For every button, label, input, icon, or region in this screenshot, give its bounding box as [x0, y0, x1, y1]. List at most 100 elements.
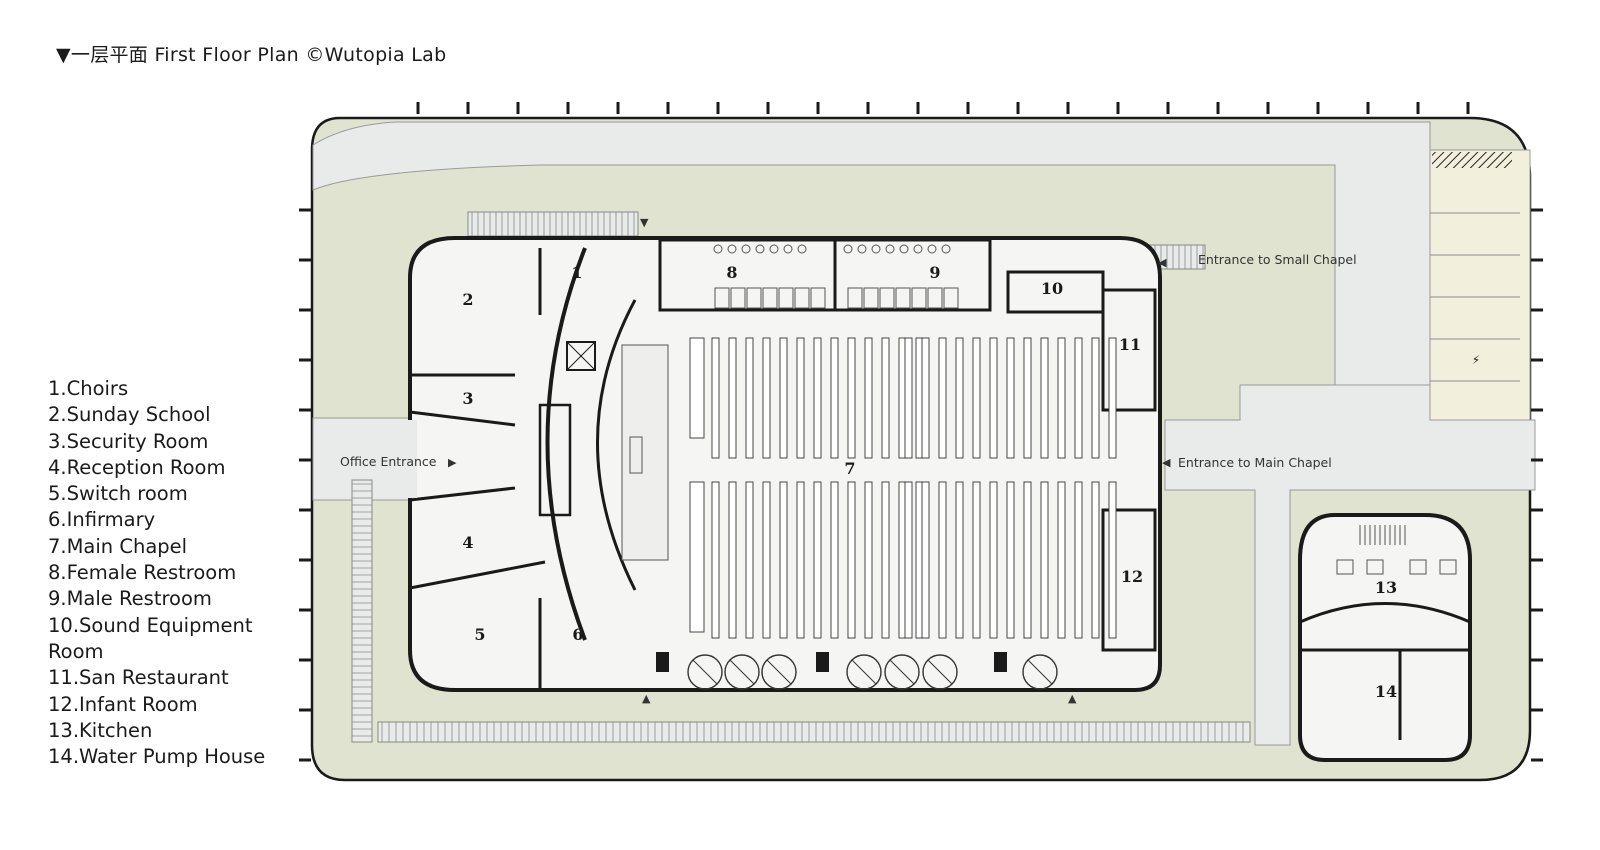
sink [797, 244, 807, 254]
pew-row [762, 337, 771, 459]
toilet-stall [847, 287, 863, 309]
office-entrance-label: Office Entrance [340, 454, 437, 469]
pew-row [1074, 337, 1083, 459]
pew-row [1040, 481, 1049, 639]
west-paving [351, 479, 373, 743]
kitchen-table [1409, 559, 1427, 575]
pew-row [955, 337, 964, 459]
legend-item: 4.Reception Room [48, 455, 226, 479]
arrow-office: ▶ [448, 456, 457, 469]
side-seats [689, 337, 705, 439]
planter [729, 659, 755, 685]
room-label-14: 14 [1375, 682, 1397, 701]
pew-row [904, 337, 913, 459]
pew-row [1023, 337, 1032, 459]
stair-core [538, 403, 572, 517]
toilet-stall [730, 287, 746, 309]
arrow-south-1: ▲ [642, 692, 651, 705]
toilet-stall [879, 287, 895, 309]
room-label-7: 7 [844, 459, 855, 478]
pew-row [847, 481, 856, 639]
toilet-stall [746, 287, 762, 309]
toilet-stall [911, 287, 927, 309]
legend-item: 9.Male Restroom [48, 587, 212, 611]
pew-row [881, 337, 890, 459]
legend-item: 10.Sound Equipment [48, 613, 253, 637]
room-legend: 1.Choirs 2.Sunday School 3.Security Room… [48, 376, 288, 770]
column [656, 652, 669, 672]
column [816, 652, 829, 672]
arrow-north: ▼ [640, 216, 649, 229]
pew-row [1074, 481, 1083, 639]
north-drive [312, 121, 1431, 386]
toilet-stall [895, 287, 911, 309]
pew-row [938, 337, 947, 459]
pew-row [938, 481, 947, 639]
kitchen-curve-wall [1299, 602, 1471, 624]
toilet-stall [714, 287, 730, 309]
sink [857, 244, 867, 254]
pew-row [881, 481, 890, 639]
room-label-4: 4 [462, 533, 473, 552]
column [994, 652, 1007, 672]
planter [927, 659, 953, 685]
pew-row [847, 337, 856, 459]
pew-row [1006, 337, 1015, 459]
pew-row [1040, 337, 1049, 459]
legend-item: Room [48, 639, 104, 663]
planter [692, 659, 718, 685]
pew-row [972, 481, 981, 639]
planter [766, 659, 792, 685]
pew-row [728, 337, 737, 459]
planter [889, 659, 915, 685]
pew-row [1091, 481, 1100, 639]
pew-row [1108, 337, 1117, 459]
room-label-6: 6 [572, 625, 583, 644]
pew-row [921, 481, 930, 639]
planter [724, 654, 760, 690]
sink [727, 244, 737, 254]
room-label-11: 11 [1119, 335, 1141, 354]
parking-hatch [1432, 152, 1512, 168]
small-chapel-entrance-label: Entrance to Small Chapel [1198, 252, 1357, 267]
south-paving [377, 721, 1251, 743]
sink [941, 244, 951, 254]
pew-row [762, 481, 771, 639]
charging-icon: ⚡ [1472, 353, 1480, 367]
planter [1027, 659, 1053, 685]
room-label-13: 13 [1375, 578, 1397, 597]
pew-row [830, 337, 839, 459]
pew-row [830, 481, 839, 639]
pew-row [796, 481, 805, 639]
west-curve-wall-inner [596, 299, 637, 591]
toilet-stall [863, 287, 879, 309]
sink [783, 244, 793, 254]
legend-item: 14.Water Pump House [48, 745, 266, 769]
arrow-small-chapel: ◀ [1158, 256, 1167, 269]
chapel-pews [689, 337, 1117, 639]
legend-item: 12.Infant Room [48, 692, 198, 716]
sink [927, 244, 937, 254]
pew-row [813, 481, 822, 639]
room-label-8: 8 [726, 263, 737, 282]
planter [761, 654, 797, 690]
planter [922, 654, 958, 690]
altar-platform [621, 344, 669, 561]
legend-item: 5.Switch room [48, 482, 188, 506]
sound-equipment-room [1006, 270, 1105, 314]
legend-item: 7.Main Chapel [48, 534, 188, 558]
pew-row [955, 481, 964, 639]
room-label-2: 2 [462, 290, 473, 309]
room-label-9: 9 [929, 263, 940, 282]
pew-row [989, 481, 998, 639]
toilet-stall [927, 287, 943, 309]
pew-row [1006, 481, 1015, 639]
toilet-stall [810, 287, 826, 309]
pew-row [1057, 337, 1066, 459]
pew-row [1057, 481, 1066, 639]
planter [1022, 654, 1058, 690]
legend-item: 3.Security Room [48, 429, 209, 453]
planter [884, 654, 920, 690]
pew-row [1108, 481, 1117, 639]
